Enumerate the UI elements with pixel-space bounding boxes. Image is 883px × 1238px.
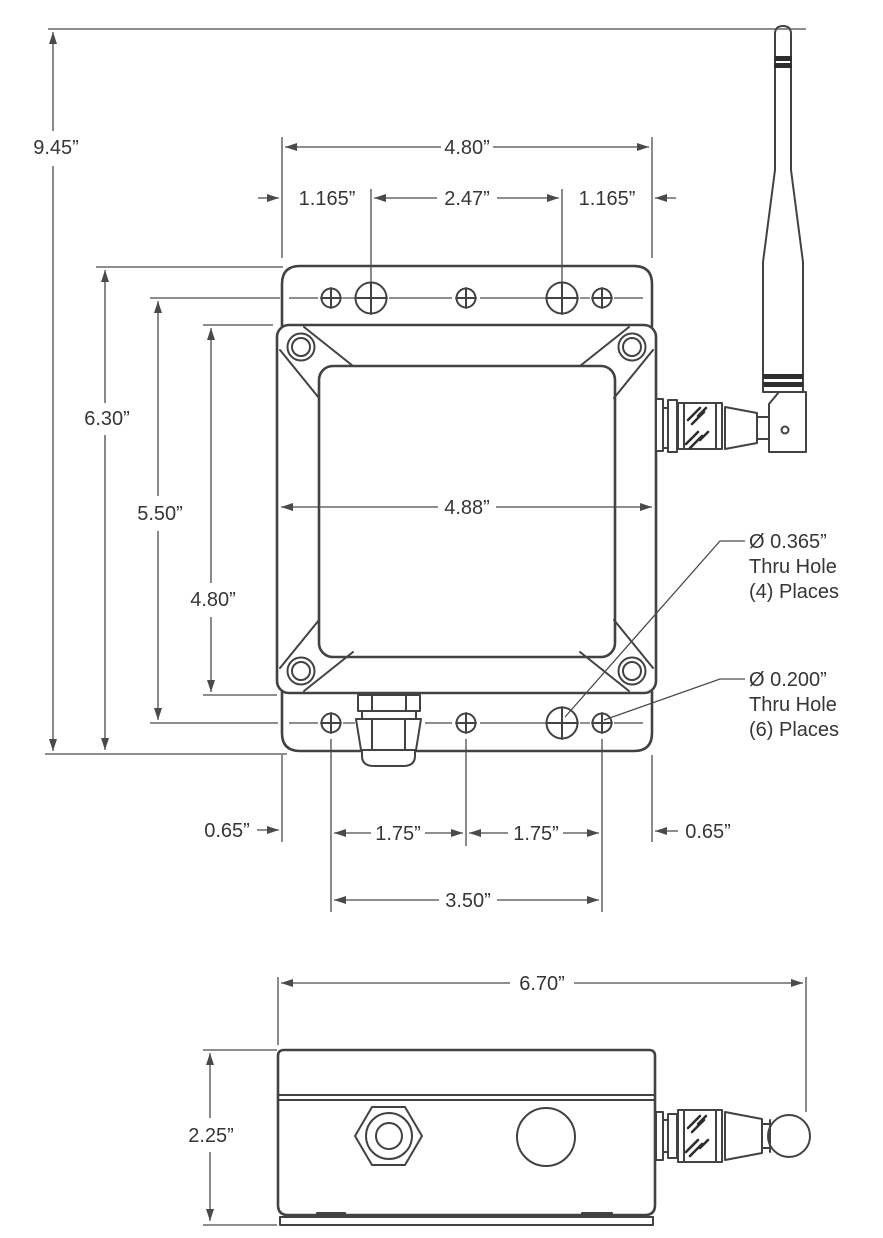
knurl-hatching (684, 406, 710, 450)
callout-small-line2: Thru Hole (749, 694, 837, 716)
front-view: 9.45” 4.80” 1.165” 2.47” 1.165” 6.30” 5.… (33, 25, 839, 912)
bottom-view: 6.70” 2.25” (188, 973, 811, 1226)
dim-overall-depth: 2.25” (188, 1125, 234, 1147)
dim-hole-row-spacing: 5.50” (137, 503, 183, 525)
connector-washer (655, 398, 664, 452)
connector-knurled-nut (677, 1109, 723, 1163)
thru-hole-small-symbol (591, 287, 613, 309)
front-dimensions: 9.45” 4.80” 1.165” 2.47” 1.165” 6.30” 5.… (33, 28, 839, 912)
connector-barrel (724, 1111, 763, 1161)
dim-overall-height: 9.45” (33, 137, 79, 159)
cable-gland-front (355, 694, 422, 767)
thru-hole-small-symbol (320, 712, 342, 734)
dim-bottom-hole-span: 3.50” (445, 890, 491, 912)
connector-washer (667, 1113, 678, 1159)
connector-barrel (724, 406, 758, 450)
callout-large-thru-hole: Ø 0.365” Thru Hole (4) Places (749, 531, 839, 603)
connector-washer (667, 399, 678, 453)
dim-right-hole-offset: 1.165” (579, 188, 636, 210)
callout-small-line3: (6) Places (749, 719, 839, 741)
antenna-connector-front (655, 391, 807, 453)
extension-lines (203, 977, 807, 1226)
dim-left-hole-offset: 1.165” (299, 188, 356, 210)
callout-large-dia: Ø 0.365” (749, 531, 827, 553)
antenna-band (763, 382, 803, 387)
dim-bottom-hole-spacing-left: 1.75” (375, 823, 421, 845)
dim-body-width: 4.88” (444, 497, 490, 519)
antenna-ball-joint (767, 1114, 811, 1158)
callout-leader-lines (564, 540, 745, 721)
bottom-dimensions: 6.70” 2.25” (188, 973, 807, 1226)
antenna-body (762, 25, 804, 393)
dim-body-height: 4.80” (190, 589, 236, 611)
callout-large-line2: Thru Hole (749, 556, 837, 578)
thru-hole-small-symbol (455, 712, 477, 734)
lid-seam-line (277, 1094, 656, 1101)
bottom-flange-holes (320, 706, 613, 740)
hinge-pivot (780, 425, 790, 435)
dim-bottom-left-edge-offset: 0.65” (204, 820, 250, 842)
extension-lines (45, 28, 806, 912)
thru-hole-small-symbol (455, 287, 477, 309)
connector-knurled-nut (677, 402, 723, 450)
connector-neck (756, 416, 770, 440)
connector-washer (655, 1111, 664, 1161)
base-plate (279, 1212, 654, 1226)
enclosure-lid (317, 364, 617, 659)
antenna-connector-side (655, 1109, 811, 1163)
antenna-hinge-block (768, 391, 807, 453)
dim-top-hole-spacing: 2.47” (444, 188, 490, 210)
antenna-band (774, 63, 792, 68)
antenna-band (763, 374, 803, 379)
dimension-lines (49, 32, 678, 904)
callout-large-line3: (4) Places (749, 581, 839, 603)
thru-hole-large-symbol (545, 281, 579, 315)
thru-hole-large-symbol (545, 706, 579, 740)
dim-flange-width: 4.80” (444, 137, 490, 159)
dimension-lines (206, 979, 803, 1221)
corner-screw-bosses (286, 332, 647, 686)
antenna-band (774, 56, 792, 61)
side-hole (516, 1107, 576, 1167)
dim-bottom-right-edge-offset: 0.65” (685, 821, 731, 843)
callout-small-dia: Ø 0.200” (749, 669, 827, 691)
corner-gussets (279, 326, 654, 692)
dim-flange-outer-height: 6.30” (84, 408, 130, 430)
dim-overall-width: 6.70” (519, 973, 565, 995)
dim-bottom-hole-spacing-right: 1.75” (513, 823, 559, 845)
antenna (762, 25, 804, 393)
thru-hole-small-symbol (320, 287, 342, 309)
enclosure-body-side (276, 1048, 657, 1217)
thru-hole-large-symbol (354, 281, 388, 315)
knurl-hatching (684, 1114, 710, 1158)
thru-hole-small-symbol (591, 712, 613, 734)
cable-gland-bottom (354, 1106, 423, 1166)
callout-small-thru-hole: Ø 0.200” Thru Hole (6) Places (749, 669, 839, 741)
top-flange-holes (320, 281, 613, 315)
